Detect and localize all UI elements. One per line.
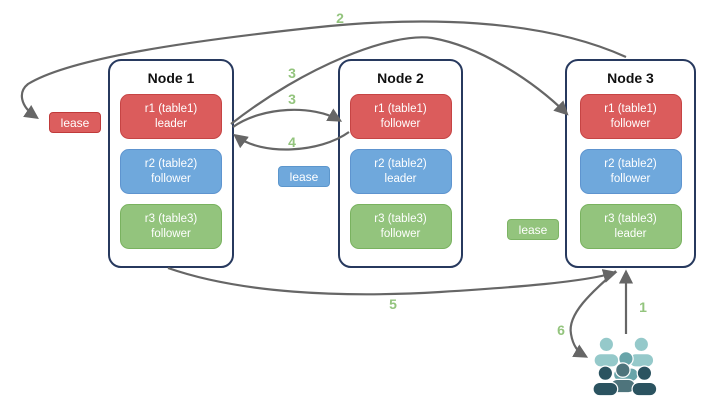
node2-replica-r1: r1 (table1) follower — [349, 94, 452, 139]
node1-box: Node 1 r1 (table1) leader r2 (table2) fo… — [108, 59, 234, 268]
node3-r3-name: r3 (table3) — [604, 212, 657, 225]
node3-r3-role: leader — [614, 227, 647, 240]
node2-r3-name: r3 (table3) — [374, 212, 427, 225]
node2-box: Node 2 r1 (table1) follower r2 (table2) … — [338, 59, 463, 268]
node3-r1-name: r1 (table1) — [604, 102, 657, 115]
lease-badge-table1: lease — [49, 112, 101, 133]
arrow-step3-node1-to-node2 — [232, 108, 343, 128]
arrow-step5-node1-to-node3 — [167, 266, 618, 296]
node3-box: Node 3 r1 (table1) follower r2 (table2) … — [565, 59, 696, 268]
node1-r3-name: r3 (table3) — [144, 212, 198, 225]
step-label-2: 2 — [336, 10, 344, 26]
node3-r1-role: follower — [610, 117, 651, 130]
node2-r3-role: follower — [380, 227, 421, 240]
node1-r3-role: follower — [151, 227, 191, 240]
node2-r2-name: r2 (table2) — [374, 157, 427, 170]
node1-r2-role: follower — [151, 172, 191, 185]
node2-r1-role: follower — [380, 117, 421, 130]
step-label-3a: 3 — [288, 65, 296, 81]
step-label-1: 1 — [639, 299, 647, 315]
node1-r2-name: r2 (table2) — [144, 157, 198, 170]
node1-replica-r2: r2 (table2) follower — [120, 149, 222, 194]
node3-replica-r3: r3 (table3) leader — [579, 204, 682, 249]
node2-replica-r3: r3 (table3) follower — [349, 204, 452, 249]
node3-r2-role: follower — [610, 172, 651, 185]
node2-r2-role: leader — [384, 172, 417, 185]
step-label-5: 5 — [389, 296, 397, 312]
node3-title: Node 3 — [607, 70, 654, 86]
step-label-6: 6 — [557, 322, 565, 338]
lease-badge-table3: lease — [507, 219, 559, 240]
node2-title: Node 2 — [377, 70, 424, 86]
step-label-3b: 3 — [288, 91, 296, 107]
node3-r2-name: r2 (table2) — [604, 157, 657, 170]
node3-replica-r2: r2 (table2) follower — [579, 149, 682, 194]
step-label-4: 4 — [288, 134, 296, 150]
node1-r1-role: leader — [155, 117, 187, 130]
node1-replica-r1: r1 (table1) leader — [120, 94, 222, 139]
node3-replica-r1: r1 (table1) follower — [579, 94, 682, 139]
lease-badge-table2: lease — [278, 166, 330, 187]
node2-replica-r2: r2 (table2) leader — [349, 149, 452, 194]
users-group-icon — [592, 336, 658, 397]
node1-title: Node 1 — [147, 70, 195, 86]
node2-r1-name: r1 (table1) — [374, 102, 427, 115]
node1-replica-r3: r3 (table3) follower — [120, 204, 222, 249]
node1-r1-name: r1 (table1) — [144, 102, 198, 115]
